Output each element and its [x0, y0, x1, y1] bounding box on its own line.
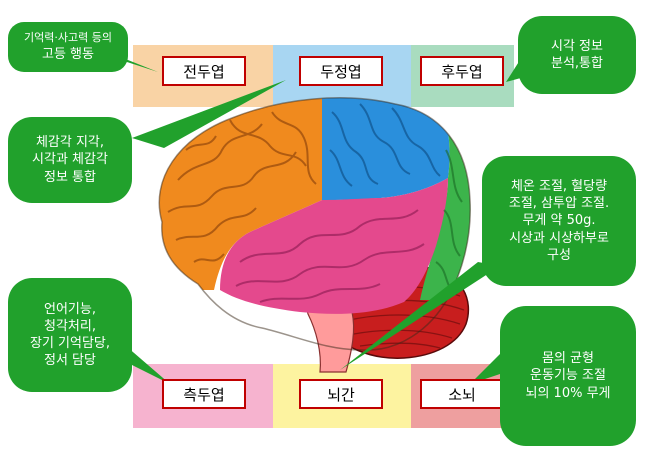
temporal-callout-line-4: 정서 담당 — [44, 353, 96, 369]
parietal-callout: 체감각 지각, 시각과 체감각 정보 통합 — [8, 117, 132, 203]
occipital-lobe-label: 후두엽 — [420, 56, 504, 86]
temporal-callout-line-1: 언어기능, — [44, 301, 96, 317]
brainstem-callout-line-3: 무게 약 50g. — [522, 213, 596, 229]
brainstem-callout: 체온 조절, 혈당량 조절, 삼투압 조절. 무게 약 50g. 시상과 시상하… — [482, 156, 636, 286]
frontal-lobe-label: 전두엽 — [162, 56, 246, 86]
parietal-callout-line-2: 시각과 체감각 — [32, 152, 108, 168]
cerebellum-lobe-label: 소뇌 — [420, 379, 504, 409]
cerebellum-callout-line-2: 운동기능 조절 — [530, 368, 606, 384]
temporal-callout-line-2: 청각처리, — [44, 318, 96, 334]
frontal-callout: 기억력·사고력 등의 고등 행동 — [8, 22, 128, 72]
occipital-callout: 시각 정보 분석,통합 — [518, 16, 636, 94]
occipital-callout-line-2: 분석,통합 — [551, 56, 603, 71]
brainstem-callout-line-1: 체온 조절, 혈당량 — [510, 179, 608, 195]
cerebellum-callout-line-3: 뇌의 10% 무게 — [525, 385, 611, 401]
frontal-callout-line-1: 기억력·사고력 등의 — [24, 31, 112, 45]
frontal-callout-line-2: 고등 행동 — [42, 46, 94, 62]
brainstem-callout-line-5: 구성 — [547, 247, 571, 263]
parietal-callout-line-3: 정보 통합 — [44, 169, 96, 185]
brainstem-callout-line-4: 시상과 시상하부로 — [509, 230, 609, 246]
brainstem-lobe-label: 뇌간 — [299, 379, 383, 409]
temporal-lobe-label: 측두엽 — [162, 379, 246, 409]
cerebellum-callout: 몸의 균형 운동기능 조절 뇌의 10% 무게 — [500, 306, 636, 446]
brainstem-callout-line-2: 조절, 삼투압 조절. — [508, 196, 610, 212]
parietal-lobe-label: 두정엽 — [299, 56, 383, 86]
parietal-callout-line-1: 체감각 지각, — [35, 135, 105, 151]
temporal-callout: 언어기능, 청각처리, 장기 기억담당, 정서 담당 — [8, 278, 132, 392]
cerebellum-callout-line-1: 몸의 균형 — [542, 351, 594, 367]
occipital-callout-line-1: 시각 정보 — [551, 38, 603, 54]
parietal-lobe-region — [322, 97, 450, 200]
temporal-callout-line-3: 장기 기억담당, — [29, 336, 111, 351]
